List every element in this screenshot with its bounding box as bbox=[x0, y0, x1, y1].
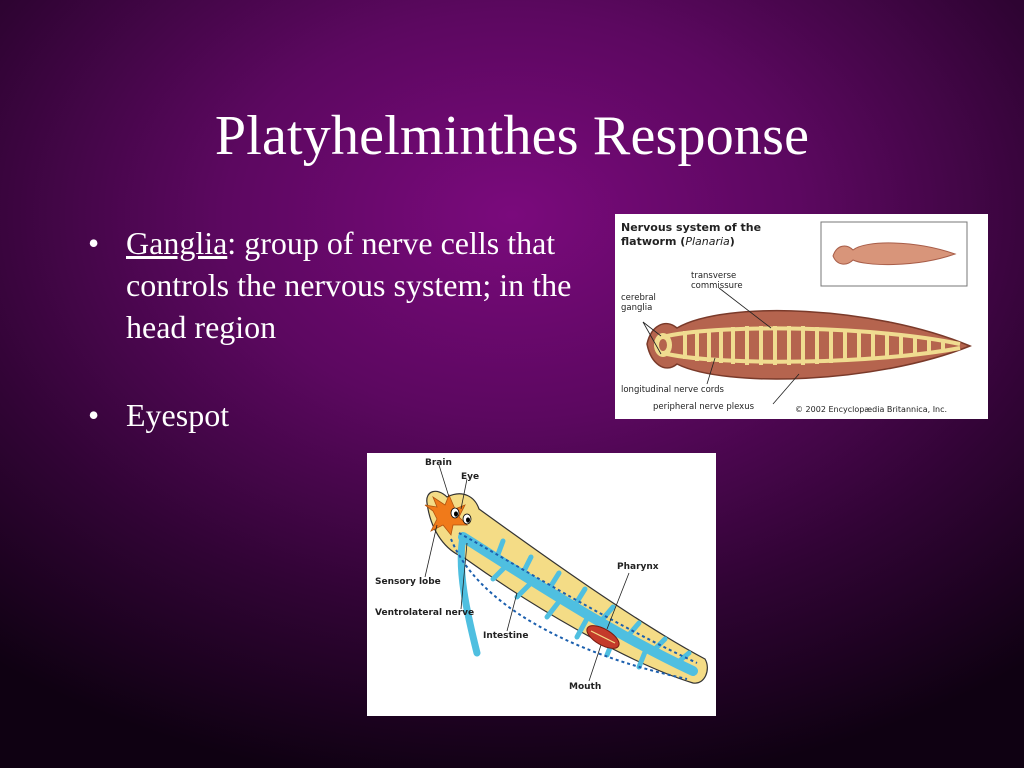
ventrolateral-nerve-label: Ventrolateral nerve bbox=[375, 608, 474, 618]
intestine-label: Intestine bbox=[483, 631, 528, 641]
transverse-label: transverse bbox=[691, 271, 736, 281]
eye-label: Eye bbox=[461, 472, 479, 482]
longitudinal-cords-label: longitudinal nerve cords bbox=[621, 385, 725, 395]
planaria-anatomy-body-icon bbox=[424, 490, 708, 684]
cerebral-label: cerebral bbox=[621, 293, 656, 303]
bullet-ganglia: • Ganglia: group of nerve cells that cont… bbox=[88, 222, 578, 348]
ganglia-label: ganglia bbox=[621, 303, 652, 313]
figure1-heading-line2: flatworm (Planaria) bbox=[621, 235, 735, 248]
planaria-anatomy-figure: Brain Eye Sensory lobe Ventrolateral ner… bbox=[367, 453, 716, 716]
bullet-dot-icon: • bbox=[88, 397, 100, 433]
planaria-body-icon bbox=[646, 310, 972, 380]
brain-label: Brain bbox=[425, 458, 452, 468]
copyright-label: © 2002 Encyclopædia Britannica, Inc. bbox=[795, 405, 947, 414]
commissure-label: commissure bbox=[691, 281, 743, 291]
eyespot-text: Eyespot bbox=[126, 397, 230, 433]
mouth-label: Mouth bbox=[569, 682, 601, 692]
sensory-lobe-label: Sensory lobe bbox=[375, 577, 441, 587]
bullet-eyespot: • Eyespot bbox=[88, 394, 578, 436]
ganglia-term: Ganglia bbox=[126, 225, 228, 261]
planaria-anatomy-diagram: Brain Eye Sensory lobe Ventrolateral ner… bbox=[375, 458, 708, 692]
bullet-list: • Ganglia: group of nerve cells that cont… bbox=[88, 222, 578, 436]
ganglia-definition: : group of nerve cells that controls the… bbox=[126, 225, 572, 345]
figure1-heading-line1: Nervous system of the bbox=[621, 221, 761, 234]
planaria-diagram: Nervous system of the flatworm (Planaria… bbox=[621, 221, 972, 414]
peripheral-plexus-label: peripheral nerve plexus bbox=[653, 402, 755, 412]
slide-title: Platyhelminthes Response bbox=[214, 105, 810, 167]
pharynx-label: Pharynx bbox=[617, 562, 659, 572]
planaria-nervous-system-figure: Nervous system of the flatworm (Planaria… bbox=[615, 214, 988, 419]
inset-worm-icon bbox=[820, 221, 968, 287]
bullet-dot-icon: • bbox=[88, 225, 100, 261]
